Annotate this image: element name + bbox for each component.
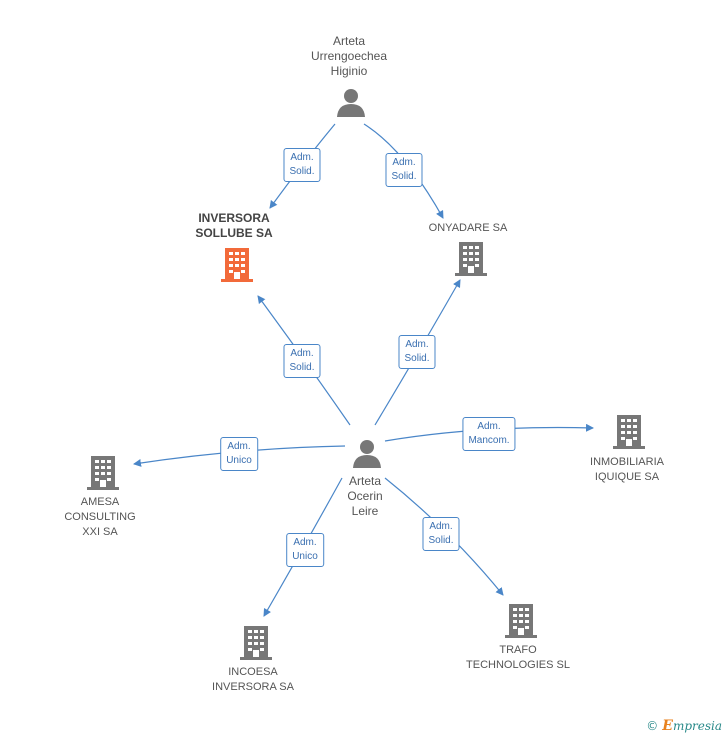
- building-icon-main[interactable]: [221, 248, 253, 287]
- brand-name: mpresia: [672, 719, 722, 733]
- person-icon[interactable]: [352, 439, 382, 474]
- edge-label[interactable]: Adm. Solid.: [398, 335, 436, 369]
- building-icon[interactable]: [87, 456, 119, 495]
- edge-label[interactable]: Adm. Solid.: [283, 344, 321, 378]
- node-label-trafo: TRAFO TECHNOLOGIES SL: [466, 644, 570, 671]
- edge-label[interactable]: Adm. Unico: [286, 533, 324, 567]
- node-label-leire: Arteta Ocerin Leire: [347, 474, 383, 518]
- node-label-onyadare: ONYADARE SA: [428, 222, 508, 234]
- node-label-amesa: AMESA CONSULTING XXI SA: [64, 496, 136, 538]
- building-icon[interactable]: [505, 604, 537, 643]
- person-icon[interactable]: [336, 88, 366, 123]
- brand-watermark: ©Empresia: [646, 718, 722, 734]
- brand-initial: E: [662, 718, 673, 734]
- building-icon[interactable]: [455, 242, 487, 281]
- node-label-higinio: Arteta Urrengoechea Higinio: [310, 34, 388, 78]
- node-label-inmobiliaria: INMOBILIARIA IQUIQUE SA: [590, 456, 664, 483]
- edge-label[interactable]: Adm. Mancom.: [462, 417, 516, 451]
- edge-label[interactable]: Adm. Solid.: [283, 148, 321, 182]
- edge-label[interactable]: Adm. Solid.: [385, 153, 423, 187]
- building-icon[interactable]: [613, 415, 645, 454]
- node-label-inversora-sollube: INVERSORA SOLLUBE SA: [195, 211, 273, 240]
- node-label-incoesa: INCOESA INVERSORA SA: [212, 666, 294, 693]
- edge-label[interactable]: Adm. Unico: [220, 437, 258, 471]
- building-icon[interactable]: [240, 626, 272, 665]
- edge-label[interactable]: Adm. Solid.: [422, 517, 460, 551]
- copyright-icon: ©: [646, 719, 659, 733]
